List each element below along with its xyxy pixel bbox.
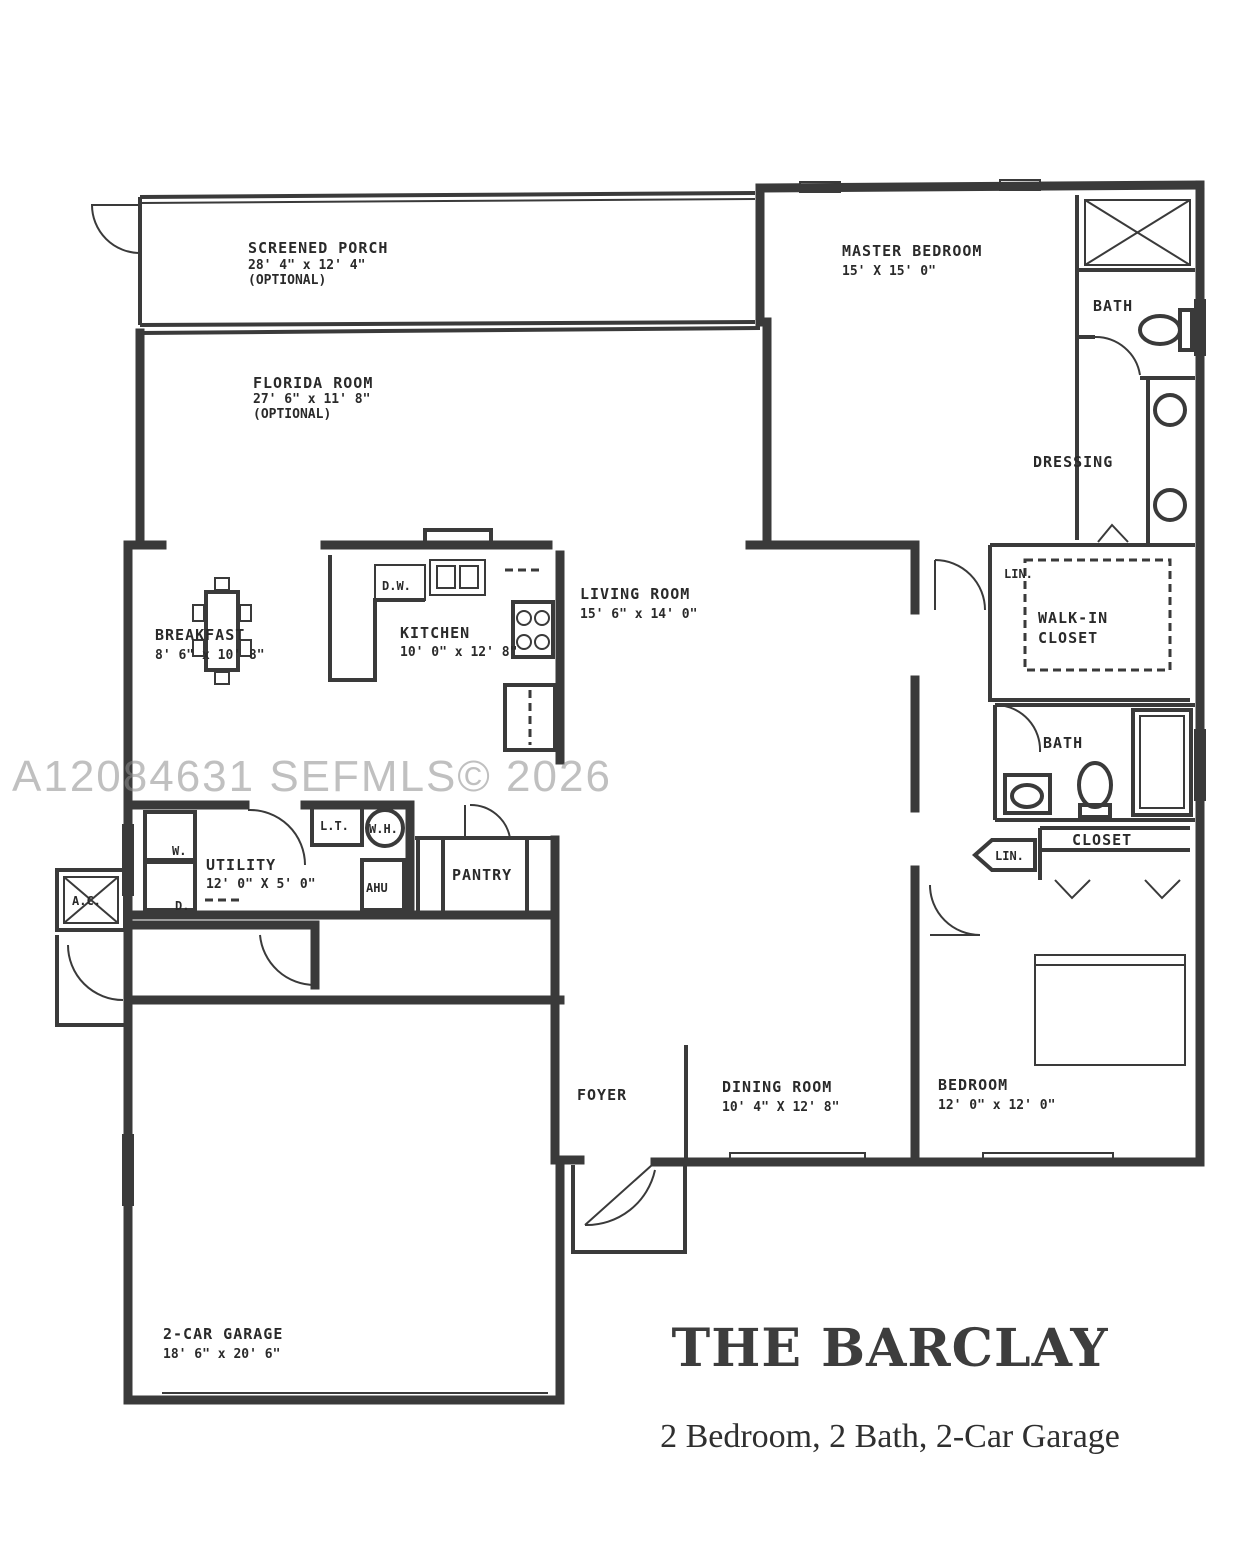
garage-label: 2-CAR GARAGE bbox=[163, 1325, 283, 1343]
fixture-labels: D.W. L.T. W.H. AHU W. D. A.C. bbox=[72, 579, 411, 913]
walls bbox=[55, 179, 1206, 1405]
living-room-label: LIVING ROOM bbox=[580, 585, 690, 603]
kitchen-label: KITCHEN bbox=[400, 624, 470, 642]
foyer-label: FOYER bbox=[577, 1086, 627, 1104]
laundry-tub-label: L.T. bbox=[320, 819, 349, 833]
utility-dims: 12' 0" X 5' 0" bbox=[206, 877, 316, 892]
walk-in-closet-label: WALK-IN bbox=[1038, 609, 1108, 627]
dressing-label: DRESSING bbox=[1033, 453, 1113, 471]
living-room-dims: 15' 6" x 14' 0" bbox=[580, 607, 697, 622]
washer-label: W. bbox=[172, 844, 186, 858]
master-bedroom-label: MASTER BEDROOM bbox=[842, 242, 982, 260]
dishwasher-label: D.W. bbox=[382, 579, 411, 593]
kitchen-dims: 10' 0" x 12' 8" bbox=[400, 645, 517, 660]
bath2-label: BATH bbox=[1043, 734, 1083, 752]
master-bath-label: BATH bbox=[1093, 297, 1133, 315]
utility-label: UTILITY bbox=[206, 856, 276, 874]
plan-title: THE BARCLAY bbox=[671, 1318, 1109, 1379]
mls-watermark: A12084631 SEFMLS© 2026 bbox=[12, 752, 612, 801]
dryer-label: D. bbox=[175, 899, 189, 913]
bedroom-dims: 12' 0" x 12' 0" bbox=[938, 1098, 1055, 1113]
water-heater-label: W.H. bbox=[369, 822, 398, 836]
screened-porch-dims: 28' 4" x 12' 4" bbox=[248, 258, 365, 273]
closet-label: CLOSET bbox=[1072, 831, 1132, 849]
walk-in-closet-label-2: CLOSET bbox=[1038, 629, 1098, 647]
breakfast-label: BREAKFAST bbox=[155, 626, 245, 644]
screened-porch-note: (OPTIONAL) bbox=[248, 273, 326, 288]
ac-unit-label: A.C. bbox=[72, 894, 101, 908]
master-bedroom-dims: 15' X 15' 0" bbox=[842, 264, 936, 279]
florida-room-note: (OPTIONAL) bbox=[253, 407, 331, 422]
bedroom-label: BEDROOM bbox=[938, 1076, 1008, 1094]
breakfast-dims: 8' 6" x 10' 8" bbox=[155, 648, 265, 663]
linen-label-1: LIN. bbox=[1004, 567, 1033, 581]
dining-room-dims: 10' 4" X 12' 8" bbox=[722, 1100, 839, 1115]
screened-porch-label: SCREENED PORCH bbox=[248, 239, 388, 257]
pantry-label: PANTRY bbox=[452, 866, 512, 884]
florida-room-label: FLORIDA ROOM bbox=[253, 374, 373, 392]
room-labels: SCREENED PORCH 28' 4" x 12' 4" (OPTIONAL… bbox=[155, 239, 1133, 1362]
plan-subtitle: 2 Bedroom, 2 Bath, 2-Car Garage bbox=[660, 1418, 1120, 1455]
linen-label-2: LIN. bbox=[995, 849, 1024, 863]
air-handler-label: AHU bbox=[366, 881, 388, 895]
garage-dims: 18' 6" x 20' 6" bbox=[163, 1347, 280, 1362]
florida-room-dims: 27' 6" x 11' 8" bbox=[253, 392, 370, 407]
dining-room-label: DINING ROOM bbox=[722, 1078, 832, 1096]
